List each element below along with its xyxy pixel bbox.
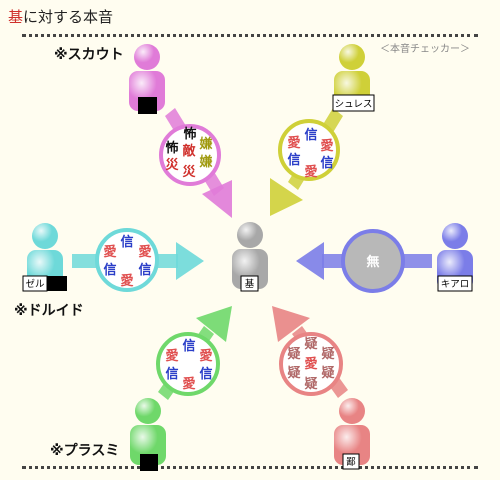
emotion-char: 疑 [321, 365, 334, 381]
top-divider [22, 34, 478, 37]
emotion-char: 信 [320, 155, 333, 171]
emotion-circle-shures: 信 愛 愛 信 信 愛 [278, 119, 340, 181]
figure-zeru: ゼル [22, 223, 67, 292]
emotion-char: 信 [120, 234, 133, 250]
emotion-char: 愛 [165, 348, 178, 364]
checker-caption: ＜本音チェッカー＞ [380, 44, 470, 55]
emotion-char: 愛 [120, 273, 133, 289]
emotion-char: 嫌 [198, 154, 212, 170]
figure-shures: シュレス [332, 44, 375, 112]
emotion-char: 疑 [304, 336, 317, 352]
bottom-divider [22, 466, 478, 469]
page-title: 基に対する本音 [8, 6, 113, 27]
emotion-circle-scout: 怖 嫌 怖 敵 嫌 災 災 [159, 124, 221, 186]
figure-center: 基 [232, 222, 268, 292]
center-label: 基 [245, 278, 255, 290]
emotion-char: 怖 [165, 140, 178, 156]
emotion-char: 怖 [183, 126, 196, 142]
figure-scout [129, 44, 165, 114]
emotion-char: 愛 [304, 356, 317, 372]
figure-plasmi [130, 398, 166, 471]
emotion-char: 信 [287, 152, 300, 168]
zeru-name: ※ドルイド [14, 303, 84, 319]
kiaro-label: キアロ [441, 279, 470, 290]
emotion-char: 疑 [304, 376, 317, 392]
emotion-char: 信 [138, 262, 151, 278]
emotion-circle-tsuji: 疑 疑 疑 愛 疑 疑 疑 [279, 332, 343, 396]
emotion-char: 災 [182, 165, 196, 180]
emotion-char: 信 [304, 127, 317, 143]
emotion-char: 嫌 [198, 136, 212, 152]
emotion-char: 愛 [103, 244, 116, 260]
emotion-char: 愛 [304, 164, 317, 180]
title-key-char: 基 [8, 8, 24, 26]
title-text: に対する本音 [23, 8, 114, 26]
emotion-circle-kiaro: 無 [341, 229, 405, 293]
emotion-circle-plasmi: 信 愛 愛 信 信 愛 [156, 332, 220, 396]
emotion-char: 愛 [320, 138, 333, 154]
emotion-char: 愛 [182, 376, 195, 392]
zeru-label: ゼル [25, 278, 45, 290]
emotion-char: 無 [366, 254, 379, 270]
tsuji-label: 鄙 [346, 457, 356, 468]
emotion-char: 信 [182, 338, 195, 354]
emotion-char: 愛 [287, 135, 300, 151]
emotion-char: 敵 [182, 143, 196, 159]
emotion-char: 愛 [199, 348, 212, 364]
emotion-char: 愛 [138, 244, 151, 260]
emotion-char: 疑 [287, 346, 300, 362]
emotion-circle-zeru: 信 愛 愛 信 信 愛 [95, 228, 159, 292]
emotion-char: 災 [165, 158, 179, 173]
emotion-char: 信 [165, 366, 178, 382]
figure-tsuji: 鄙 [334, 398, 370, 470]
scout-name: ※スカウト [54, 47, 124, 63]
emotion-char: 疑 [321, 346, 334, 362]
plasmi-badge [140, 454, 158, 471]
plasmi-name: ※プラスミ [50, 443, 120, 459]
emotion-char: 疑 [287, 365, 300, 381]
shures-label: シュレス [335, 99, 373, 110]
scout-badge [138, 97, 157, 114]
emotion-char: 信 [103, 262, 116, 278]
emotion-char: 信 [199, 366, 212, 382]
figure-kiaro: キアロ [437, 223, 473, 292]
